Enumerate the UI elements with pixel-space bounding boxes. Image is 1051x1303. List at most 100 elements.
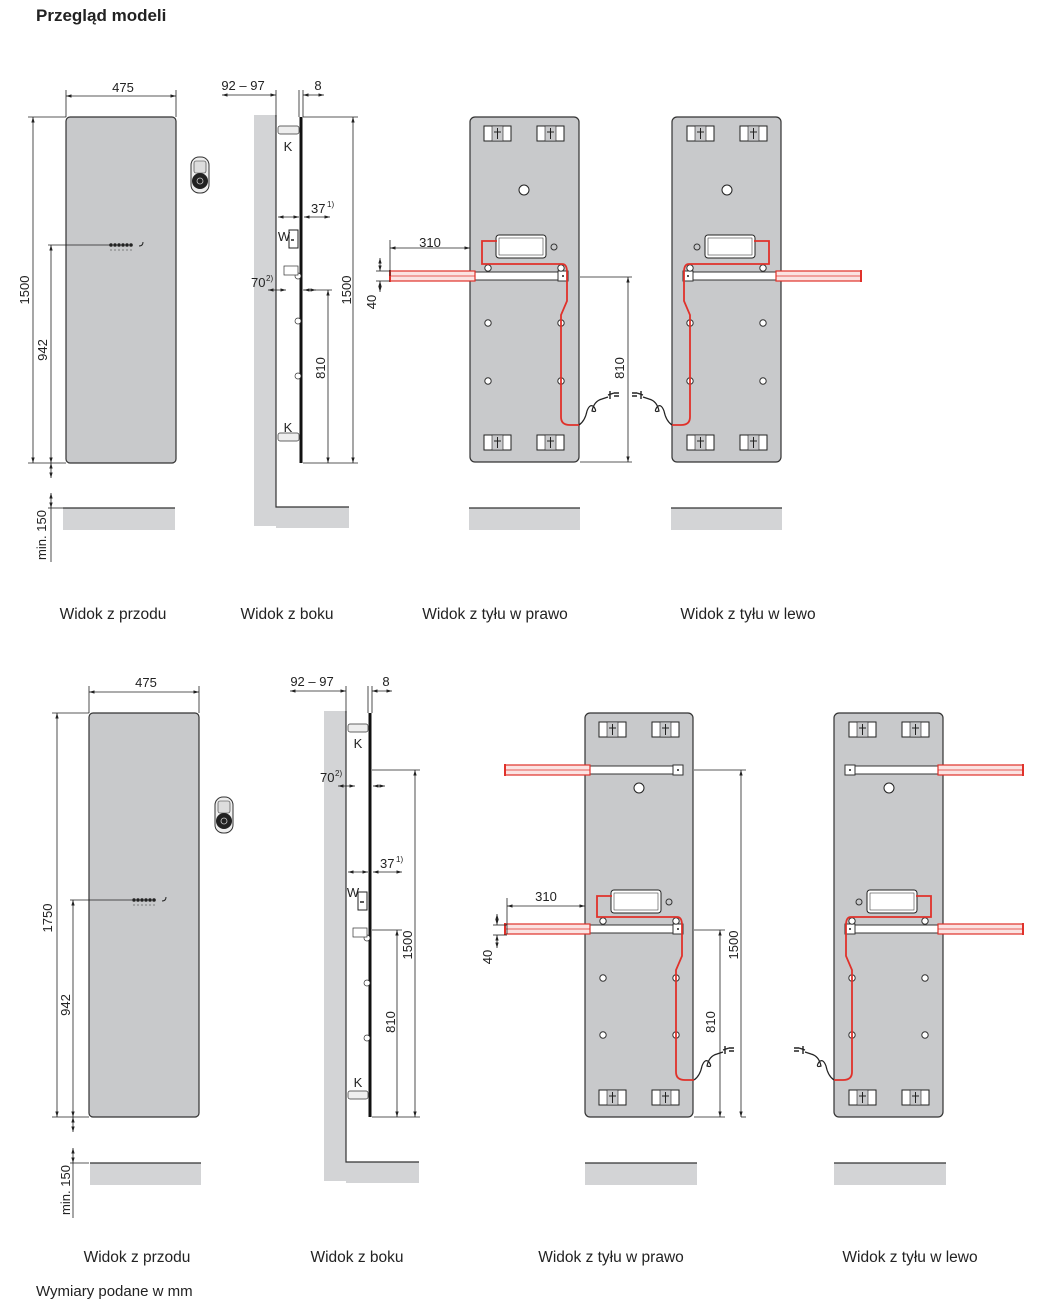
radiator-front-panel: [65, 116, 177, 464]
dim-back-1500: 1500: [726, 931, 741, 960]
screw-icon: [693, 243, 701, 251]
power-cable: [596, 895, 694, 1081]
hole: [518, 184, 530, 196]
caption-side-view: Widok z boku: [240, 606, 333, 623]
hole: [883, 782, 895, 794]
power-cord: [642, 396, 673, 426]
mount-point: [294, 372, 302, 380]
wall-bracket-icon: [739, 434, 768, 451]
display-dot: [140, 898, 144, 902]
screw-icon: [921, 974, 929, 982]
display-dot: [130, 249, 132, 251]
floor: [585, 1163, 697, 1185]
panel: [584, 712, 694, 1118]
caption-front-view: Widok z przodu: [84, 1249, 191, 1266]
display-dot: [110, 249, 112, 251]
bracket-cross: [609, 724, 616, 735]
remote-control-icon: [214, 796, 234, 834]
wall-line: [345, 711, 419, 1163]
dim-side-height: 1500: [400, 931, 415, 960]
panel: [833, 712, 944, 1118]
dim-width: 475: [135, 675, 157, 690]
bracket-cross: [697, 128, 704, 139]
footnote-1: 1): [327, 200, 334, 209]
bracket-cross: [609, 1092, 616, 1103]
dim-offset-37: 37: [311, 201, 325, 216]
display-dot: [114, 249, 116, 251]
control-box-inner: [613, 892, 659, 911]
display-dot: [118, 249, 120, 251]
wall-bracket-icon: [483, 125, 512, 142]
power-cord: [578, 396, 609, 426]
wall: [254, 115, 276, 526]
radiator-back-panel: [632, 116, 862, 463]
floor: [276, 507, 349, 528]
floor: [469, 508, 580, 530]
screw-icon: [686, 264, 694, 272]
dim-rod-length: 310: [419, 235, 441, 250]
dim-side-810: 810: [383, 1011, 398, 1033]
wall-bracket-icon: [739, 125, 768, 142]
screw-icon: [484, 264, 492, 272]
connector-k: [347, 723, 369, 733]
power-plug-icon: [607, 391, 619, 399]
floor: [90, 1163, 201, 1185]
footnote-2: 2): [266, 274, 273, 283]
rod-cap-dot: [677, 769, 679, 771]
remote-screen: [217, 800, 231, 814]
connector-w-label: W: [278, 229, 291, 244]
screw-icon: [848, 917, 856, 925]
caption-back-left-view: Widok z tyłu w lewo: [842, 1249, 977, 1266]
screw-icon: [759, 377, 767, 385]
bracket: [352, 927, 368, 938]
bracket-cross: [912, 1092, 919, 1103]
display-dot: [125, 243, 129, 247]
wall-line: [275, 115, 349, 508]
rod-bar: [589, 924, 674, 934]
page-title: Przegląd modeli: [36, 6, 167, 25]
wall-bracket-icon: [651, 1089, 680, 1106]
display-indicator-icon: [109, 241, 144, 251]
bracket-cross: [494, 128, 501, 139]
display-dot: [145, 904, 147, 906]
display-dot: [141, 904, 143, 906]
screw-icon: [855, 898, 863, 906]
dim-thickness: 8: [382, 674, 389, 689]
rod-bar: [854, 765, 939, 775]
rod-cap-dot: [562, 275, 564, 277]
remote-button: [220, 817, 228, 825]
display-dot: [148, 898, 152, 902]
power-cord: [804, 1051, 835, 1081]
panel: [469, 116, 580, 463]
screw-icon: [484, 377, 492, 385]
wall-bracket-icon: [536, 434, 565, 451]
dim-display-height: 942: [35, 339, 50, 361]
screw-icon: [599, 974, 607, 982]
control-box-inner: [869, 892, 915, 911]
connector-k-label: K: [284, 420, 293, 435]
power-cable: [481, 240, 579, 426]
screw-icon: [484, 319, 492, 327]
connector-k-label: K: [354, 736, 363, 751]
mount-point: [363, 1034, 371, 1042]
bracket-cross: [662, 724, 669, 735]
connector-w: [288, 229, 299, 249]
display-dot: [129, 243, 133, 247]
screw-icon: [921, 917, 929, 925]
dim-min-floor: min. 150: [34, 510, 49, 560]
display-dot: [121, 243, 125, 247]
dim-offset-70: 70: [251, 275, 265, 290]
rod-cap-dot: [849, 928, 851, 930]
display-dot: [126, 249, 128, 251]
bracket-cross: [494, 437, 501, 448]
connector-k-label: K: [284, 139, 293, 154]
dim-min-floor: min. 150: [58, 1165, 73, 1215]
bracket-cross: [697, 437, 704, 448]
dim-rod-height: 40: [364, 295, 379, 309]
dim-height: 1500: [17, 276, 32, 305]
display-dot: [149, 904, 151, 906]
wall-bracket-icon: [651, 721, 680, 738]
screw-icon: [759, 319, 767, 327]
radiator-back-panel: [504, 712, 734, 1118]
